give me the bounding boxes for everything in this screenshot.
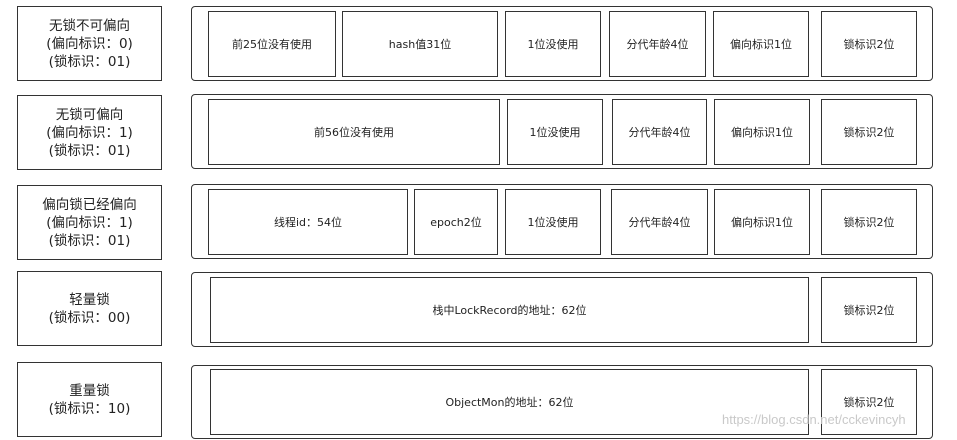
state-label-lightweight-lock: 轻量锁 (锁标识：00) — [17, 271, 162, 346]
field-cell: epoch2位 — [414, 189, 498, 255]
field-cell: 偏向标识1位 — [713, 11, 809, 77]
field-cell: 1位没使用 — [505, 11, 601, 77]
state-label-biased: 偏向锁已经偏向 (偏向标识：1) (锁标识：01) — [17, 185, 162, 260]
field-cell: 栈中LockRecord的地址：62位 — [210, 277, 809, 343]
field-cell: 锁标识2位 — [821, 189, 917, 255]
state-name: 偏向锁已经偏向 — [42, 196, 137, 213]
field-cell: 分代年龄4位 — [609, 11, 706, 77]
field-cell: 偏向标识1位 — [714, 189, 810, 255]
field-cell: hash值31位 — [342, 11, 498, 77]
state-label-unlocked-non-biasable: 无锁不可偏向 (偏向标识：0) (锁标识：01) — [17, 6, 162, 81]
state-detail: (偏向标识：0) — [46, 35, 133, 52]
field-cell: 分代年龄4位 — [612, 99, 707, 165]
state-name: 无锁不可偏向 — [49, 17, 130, 34]
state-detail: (偏向标识：1) — [46, 214, 133, 231]
state-detail: (偏向标识：1) — [46, 124, 133, 141]
field-cell: 前56位没有使用 — [208, 99, 500, 165]
field-cell: 1位没使用 — [505, 189, 601, 255]
state-name: 轻量锁 — [69, 291, 110, 308]
field-cell: 偏向标识1位 — [714, 99, 810, 165]
watermark: https://blog.csdn.net/cckevincyh — [722, 412, 906, 427]
field-cell: 前25位没有使用 — [208, 11, 336, 77]
field-cell: 锁标识2位 — [821, 277, 917, 343]
state-detail: (锁标识：01) — [48, 53, 131, 70]
state-name: 重量锁 — [69, 382, 110, 399]
state-detail: (锁标识：01) — [48, 232, 131, 249]
state-detail: (锁标识：10) — [48, 400, 131, 417]
field-cell: 线程id：54位 — [208, 189, 408, 255]
field-cell: 锁标识2位 — [821, 11, 917, 77]
state-label-heavyweight-lock: 重量锁 (锁标识：10) — [17, 362, 162, 437]
state-detail: (锁标识：00) — [48, 309, 131, 326]
field-cell: 锁标识2位 — [821, 99, 917, 165]
field-cell: ObjectMon的地址：62位 — [210, 369, 809, 435]
state-name: 无锁可偏向 — [55, 106, 124, 123]
state-detail: (锁标识：01) — [48, 142, 131, 159]
field-cell: 1位没使用 — [507, 99, 603, 165]
field-cell: 分代年龄4位 — [611, 189, 708, 255]
field-cell: 锁标识2位 — [821, 369, 917, 435]
state-label-unlocked-biasable: 无锁可偏向 (偏向标识：1) (锁标识：01) — [17, 95, 162, 170]
